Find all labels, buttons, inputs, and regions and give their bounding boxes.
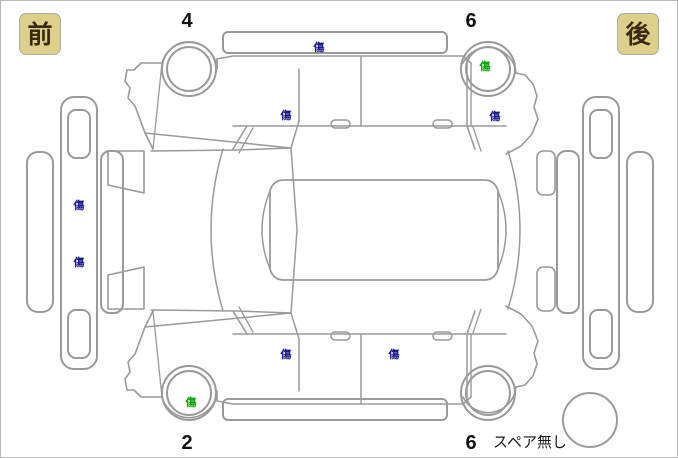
rear-panel-frame — [582, 96, 620, 370]
wheel-rear-right — [460, 365, 516, 421]
hood-diagonal-lower — [150, 309, 292, 314]
body-outline-front-bottom — [124, 310, 163, 398]
bottom-rocker-bar — [222, 398, 448, 421]
front-bumper-inner-bar — [100, 150, 124, 314]
body-outline-rear-bottom — [505, 305, 539, 388]
door-handle-top-front — [330, 119, 351, 129]
rear-lamp-upper-right — [536, 150, 556, 196]
body-bottom-edge — [216, 390, 472, 405]
front-lamp-upper-left — [107, 150, 145, 194]
body-outline-rear-top — [505, 72, 539, 155]
front-badge[interactable]: 前 — [19, 13, 61, 55]
rear-badge[interactable]: 後 — [617, 13, 659, 55]
cabin-arc-front — [210, 148, 224, 312]
windshield-diagonal-bottom — [232, 310, 248, 335]
rear-panel-cutout-top — [589, 109, 613, 159]
front-panel-frame — [60, 96, 98, 370]
hood-crease-lower — [144, 312, 292, 328]
windshield-diagonal-top-2 — [238, 127, 254, 154]
backlight-diagonal-top-2 — [472, 126, 482, 152]
windshield-diagonal-top — [232, 125, 248, 150]
backlight-diagonal-bottom — [466, 310, 476, 335]
roof-crease-right — [497, 190, 507, 270]
roof-crease-left — [261, 190, 271, 270]
front-lamp-lower-left — [107, 266, 145, 310]
rear-lamp-lower-right — [536, 266, 556, 312]
door-handle-bottom-front — [330, 331, 351, 341]
body-top-edge — [216, 55, 472, 70]
wheel-front-right — [161, 365, 217, 421]
windshield-diagonal-bottom-2 — [238, 306, 254, 333]
spare-tire-circle — [562, 392, 618, 448]
wheel-front-left — [161, 41, 217, 97]
body-outline-front-top — [124, 62, 163, 150]
wheel-rear-left — [460, 41, 516, 97]
backlight-diagonal-top — [466, 125, 476, 150]
front-lower-detail-top — [152, 62, 163, 150]
front-panel-cutout-top — [67, 109, 91, 159]
rear-bumper-inner-bar — [556, 150, 580, 314]
front-bumper-outer-bar — [26, 151, 54, 313]
door-handle-bottom-rear — [432, 331, 453, 341]
backlight-diagonal-bottom-2 — [472, 308, 482, 334]
front-panel-cutout-bottom — [67, 309, 91, 359]
rear-bumper-outer-bar — [626, 151, 654, 313]
hood-center-spine — [290, 147, 298, 314]
cabin-arc-rear — [507, 150, 521, 310]
hood-diagonal-upper — [150, 147, 292, 152]
hood-crease-upper — [144, 132, 292, 149]
front-lower-detail-bottom — [152, 310, 163, 398]
roof-panel — [269, 179, 499, 281]
top-rocker-bar — [222, 31, 448, 54]
door-handle-top-rear — [432, 119, 453, 129]
hood-center-lower — [290, 312, 300, 340]
rear-panel-cutout-bottom — [589, 309, 613, 359]
hood-center-upper — [290, 120, 300, 149]
